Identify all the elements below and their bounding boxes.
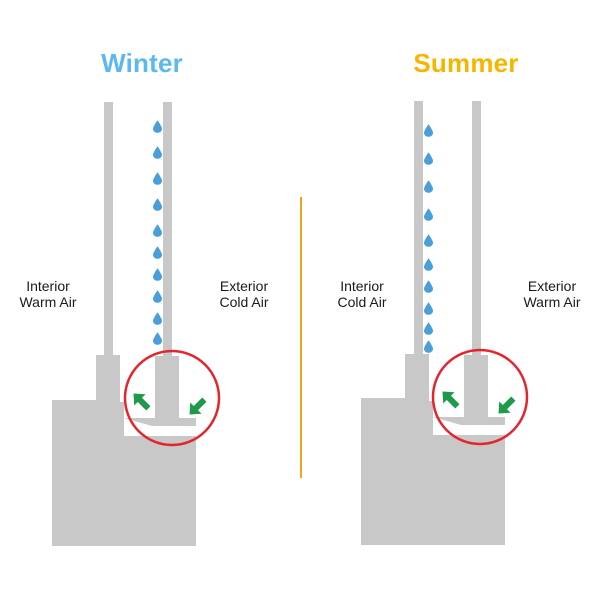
summer-sash-block (464, 355, 488, 421)
droplet-icon (153, 120, 162, 133)
droplet-icon (153, 224, 162, 237)
droplet-icon (424, 180, 433, 193)
winter-outer-pane (163, 102, 172, 360)
summer-exterior-line-2: Warm Air (523, 294, 581, 310)
summer-interior-label: Interior Cold Air (307, 278, 417, 310)
winter-sash-block (155, 356, 179, 422)
winter-sill-base (52, 355, 196, 546)
summer-condensation-droplets (424, 124, 433, 353)
winter-condensation-droplets (153, 120, 162, 345)
droplet-icon (424, 302, 433, 315)
droplet-icon (153, 312, 162, 325)
summer-interior-line-2: Cold Air (337, 294, 387, 310)
summer-gap-wedge (433, 417, 505, 435)
summer-sill-base (361, 354, 505, 545)
droplet-icon (424, 234, 433, 247)
droplet-icon (153, 146, 162, 159)
summer-exterior-line-1: Exterior (527, 278, 577, 294)
droplet-icon (424, 208, 433, 221)
summer-panel (361, 101, 529, 545)
arrow-icon (442, 391, 460, 409)
droplet-icon (153, 198, 162, 211)
winter-exterior-label: Exterior Cold Air (189, 278, 299, 310)
winter-title: Winter (101, 48, 183, 78)
summer-highlight-circle (431, 348, 529, 446)
summer-window-frame (361, 101, 505, 545)
droplet-icon (153, 246, 162, 259)
arrow-icon (498, 396, 516, 414)
summer-outer-pane (472, 101, 481, 359)
winter-interior-line-1: Interior (26, 278, 70, 294)
summer-airflow-arrows (442, 391, 516, 414)
winter-window-frame (52, 102, 196, 546)
winter-exterior-line-1: Exterior (219, 278, 269, 294)
winter-airflow-arrows (133, 393, 207, 415)
droplet-icon (424, 258, 433, 271)
winter-inner-pane (104, 102, 113, 360)
droplet-icon (153, 268, 162, 281)
winter-panel (52, 102, 221, 546)
droplet-icon (424, 124, 433, 137)
summer-interior-line-1: Interior (340, 278, 384, 294)
winter-exterior-line-2: Cold Air (219, 294, 269, 310)
arrow-icon (189, 397, 207, 415)
droplet-icon (424, 322, 433, 335)
droplet-icon (424, 340, 433, 353)
droplet-icon (153, 332, 162, 345)
droplet-icon (153, 290, 162, 303)
summer-title: Summer (413, 48, 519, 78)
droplet-icon (153, 172, 162, 185)
winter-interior-label: Interior Warm Air (0, 278, 103, 310)
droplet-icon (424, 280, 433, 293)
winter-gap-wedge (124, 418, 196, 436)
arrow-icon (133, 393, 151, 411)
winter-interior-line-2: Warm Air (19, 294, 77, 310)
summer-exterior-label: Exterior Warm Air (497, 278, 600, 310)
winter-highlight-circle (123, 349, 221, 447)
droplet-icon (424, 152, 433, 165)
summer-inner-pane (414, 101, 423, 359)
